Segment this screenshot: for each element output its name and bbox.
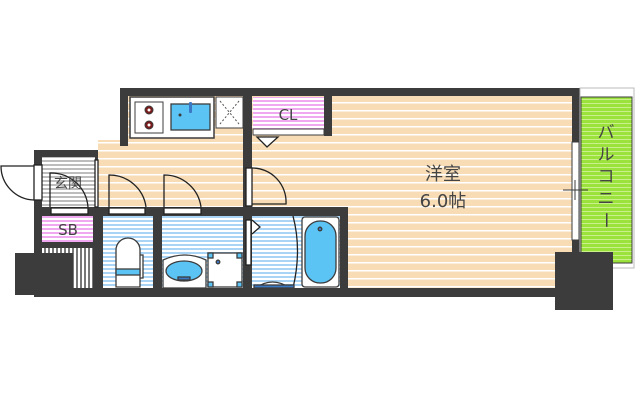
closet-label: CL (279, 106, 298, 124)
svg-text:ル: ル (598, 145, 615, 165)
kitchen (129, 96, 244, 139)
shoe-box-label: SB (58, 221, 78, 239)
doors[interactable] (0, 136, 299, 289)
entrance-label: 玄関 (54, 175, 82, 192)
washer-pan-icon (207, 252, 243, 288)
washbasin-icon (162, 252, 243, 289)
shoe-box (42, 216, 93, 242)
closet (253, 97, 324, 129)
balcony-label: バ ル コ ニ ー (595, 123, 615, 229)
svg-text:バ: バ (598, 123, 615, 143)
svg-text:ー: ー (595, 212, 615, 229)
room-size-label: 6.0帖 (420, 191, 467, 212)
toilet-icon (115, 237, 144, 288)
bathtub-icon (253, 216, 340, 289)
kitchen-floor (98, 140, 246, 208)
svg-text:ニ: ニ (598, 189, 615, 209)
closet-shelf (252, 128, 325, 136)
balcony (563, 87, 635, 269)
room-name-label: 洋室 (425, 164, 461, 185)
column (15, 253, 73, 295)
svg-text:コ: コ (598, 167, 615, 187)
column (555, 252, 613, 310)
